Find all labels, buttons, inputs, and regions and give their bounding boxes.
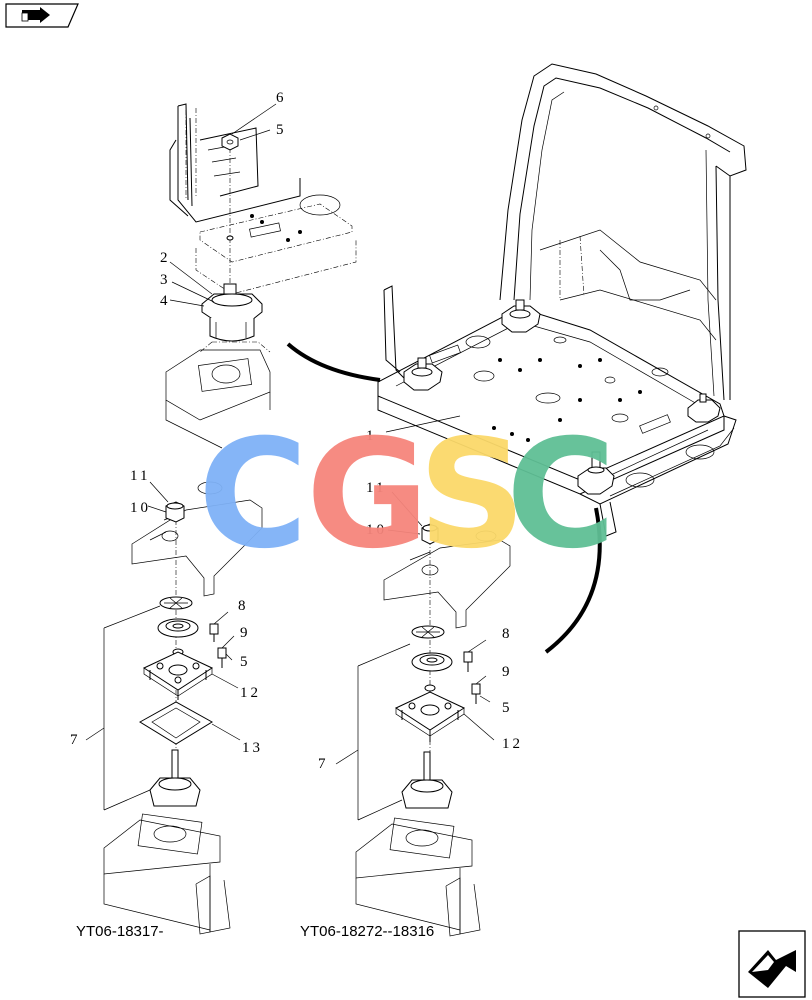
callout-12-left: 12 [240, 685, 261, 701]
callout-9-left: 9 [240, 625, 251, 641]
watermark-letter-s: S [418, 408, 526, 582]
callout-4: 4 [160, 293, 171, 309]
callout-12-right: 12 [502, 736, 523, 752]
watermark-letter-c1: C [198, 408, 308, 582]
frame-mount-front-left [403, 357, 443, 391]
callout-8-right: 8 [502, 626, 513, 642]
callout-6: 6 [276, 90, 287, 106]
arrow-right-icon [21, 7, 50, 23]
callout-10-left: 10 [130, 500, 151, 516]
callout-5: 5 [276, 122, 287, 138]
caption-right-serial: YT06-18272--18316 [300, 923, 434, 940]
callout-7-left: 7 [70, 732, 81, 748]
nav-forward-button[interactable] [5, 3, 79, 28]
cab-frame: 1 [366, 63, 747, 537]
callout-8-left: 8 [238, 598, 249, 614]
pointer-curve-top [286, 342, 381, 382]
callout-3: 3 [160, 272, 171, 288]
nav-return-button[interactable] [738, 930, 806, 998]
right-mount-assembly: 11 10 8 9 5 12 7 [318, 480, 523, 937]
frame-mount-front-right [577, 451, 615, 495]
top-mount-assembly: 6 5 2 3 4 [160, 90, 357, 449]
callout-9-right: 9 [502, 664, 513, 680]
watermark-logo: C G S C [198, 408, 616, 582]
callout-7-right: 7 [318, 756, 329, 772]
callout-11-right: 11 [366, 480, 386, 496]
callout-10-right: 10 [366, 522, 387, 538]
callout-1: 1 [366, 428, 377, 444]
watermark-letter-c2: C [506, 408, 616, 582]
caption-left-serial: YT06-18317- [76, 923, 164, 940]
frame-mount-rear-right [687, 393, 721, 423]
frame-mount-rear-left [501, 299, 541, 333]
callout-2: 2 [160, 250, 171, 266]
pointer-curve-right [544, 507, 602, 654]
left-mount-assembly: 11 10 8 9 5 12 13 7 [70, 468, 263, 935]
callout-13-left: 13 [242, 740, 263, 756]
callout-5-right: 5 [502, 700, 513, 716]
watermark-letter-g: G [306, 408, 429, 582]
callout-11-left: 11 [130, 468, 150, 484]
callout-5-left: 5 [240, 654, 251, 670]
arrow-return-icon [748, 950, 796, 988]
